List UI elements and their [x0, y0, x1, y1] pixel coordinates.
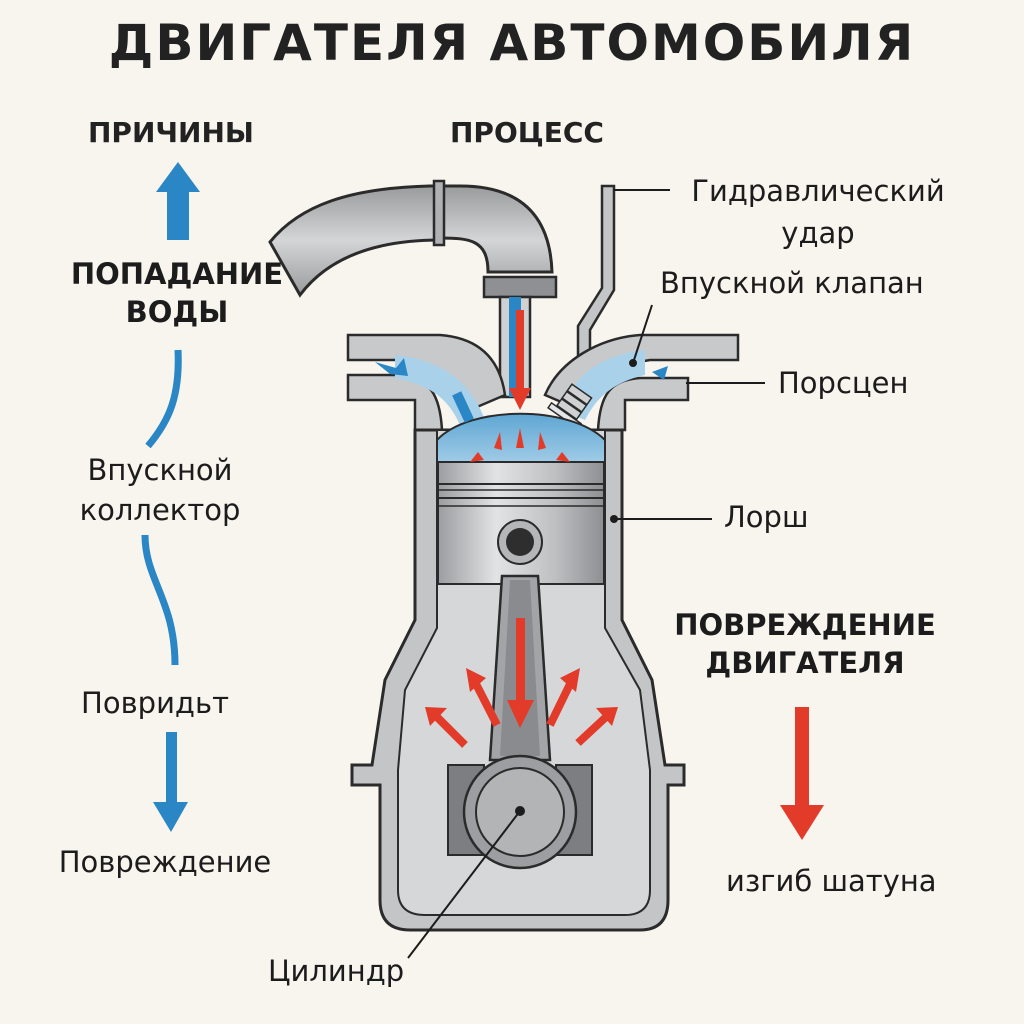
pipe-flange [482, 275, 558, 299]
page-title: ДВИГАТЕЛЯ АВТОМОБИЛЯ [108, 14, 916, 72]
splash-arrows [434, 678, 609, 748]
piston [437, 461, 605, 585]
callout-hydraulic-shock: Гидравлический удар [668, 170, 968, 254]
damage-heading-line2: ДВИГАТЕЛЯ [705, 646, 905, 680]
arrow-up-head [156, 162, 200, 192]
column-heading-causes: ПРИЧИНЫ [88, 116, 254, 149]
damage-heading-line1: ПОВРЕЖДЕНИЕ [674, 608, 936, 642]
callout-hydraulic-shock-line1: Гидравлический [691, 174, 945, 208]
valve [547, 383, 593, 430]
force-arrow [509, 388, 531, 410]
force-arrows [507, 310, 534, 728]
cause-water-ingress-line1: ПОПАДАНИЕ [70, 257, 284, 291]
cause-intake-manifold-line1: Впускной [87, 453, 233, 487]
cause-water-ingress-line2: ВОДЫ [125, 295, 229, 329]
damage-heading: ПОВРЕЖДЕНИЕ ДВИГАТЕЛЯ [650, 606, 960, 682]
force-arrow [575, 714, 609, 746]
cause-povridt: Повридьт [81, 686, 229, 720]
callout-hydraulic-shock-line2: удар [781, 216, 855, 250]
force-arrow [516, 618, 525, 706]
cause-intake-manifold-line2: коллектор [79, 493, 241, 527]
cause-water-ingress: ПОПАДАНИЕ ВОДЫ [52, 255, 302, 331]
leader-intake-valve [632, 304, 653, 364]
pipe-clamp [432, 179, 446, 247]
callout-porcien: Порсцен [778, 366, 909, 400]
intake-pipe [268, 179, 558, 299]
force-arrow [507, 700, 534, 728]
arrow-down [166, 732, 177, 804]
force-arrow [546, 678, 576, 727]
damage-arrow-head [780, 805, 824, 840]
column-heading-process: ПРОЦЕСС [450, 116, 604, 149]
force-arrow [470, 678, 501, 727]
causes-flow-arrows [141, 162, 200, 832]
flow-curve [141, 534, 179, 666]
callout-intake-valve: Впускной клапан [660, 266, 924, 300]
callout-piston: Лорш [724, 500, 809, 534]
damage-arrow [795, 707, 809, 807]
leader-cylinder [407, 810, 521, 959]
arrow-up [167, 190, 189, 240]
cause-damage: Повреждение [58, 845, 272, 879]
flow-curve [145, 349, 182, 449]
force-arrow [516, 310, 524, 390]
force-arrow [434, 714, 468, 748]
damage-result: изгиб шатуна [726, 864, 937, 898]
callout-cylinder: Цилиндр [268, 954, 405, 988]
cause-intake-manifold: Впускной коллектор [30, 450, 290, 530]
arrow-down-head [153, 802, 188, 832]
